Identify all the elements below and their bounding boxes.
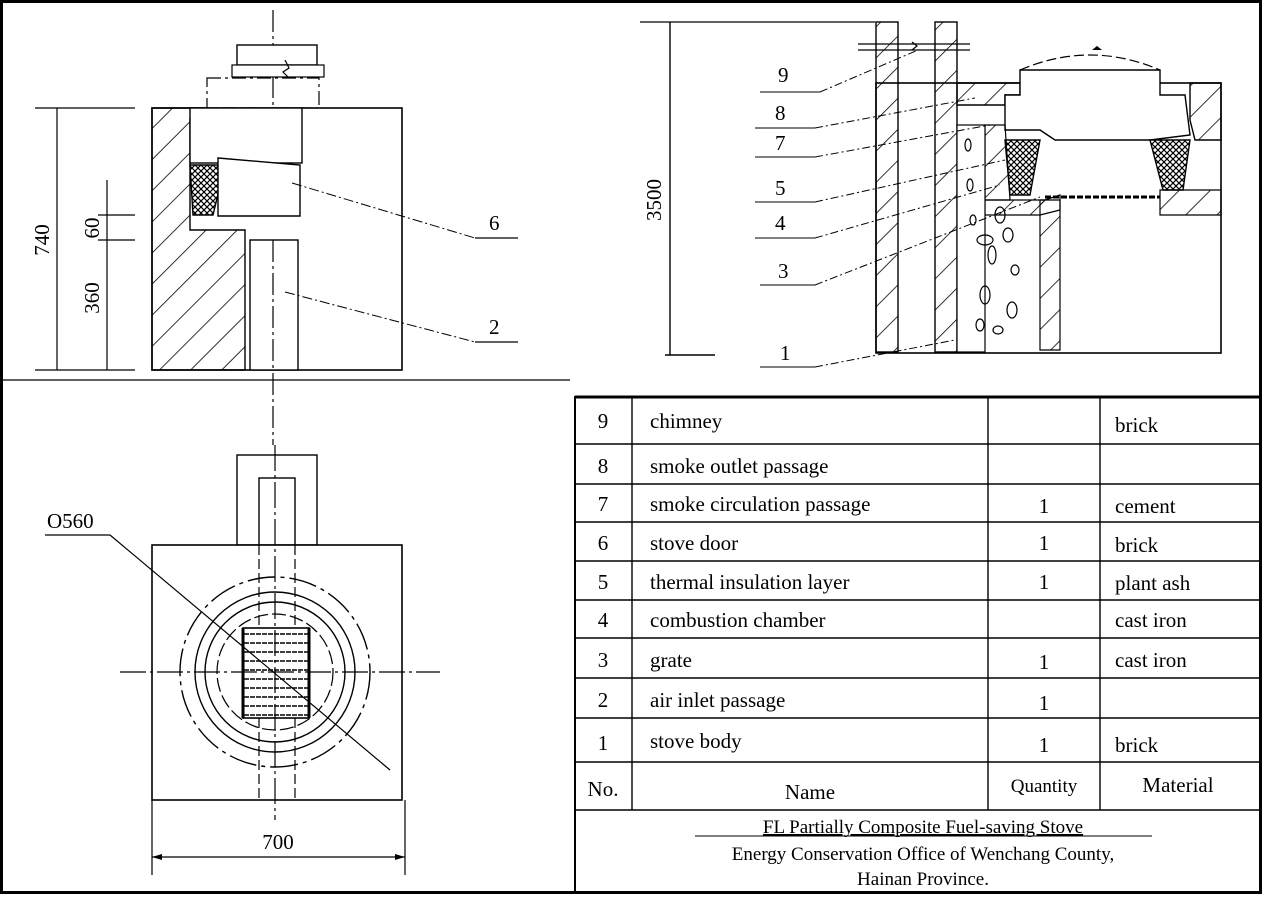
row-quantity: 1 (1039, 733, 1050, 757)
side-stove-door (217, 157, 301, 217)
row-material: cement (1115, 494, 1176, 518)
row-material: plant ash (1115, 571, 1191, 595)
row-no: 2 (598, 688, 609, 712)
callout-7: 7 (775, 131, 786, 155)
row-name: smoke outlet passage (650, 454, 828, 478)
side-air-inlet (249, 239, 299, 371)
dim-740: 740 (30, 224, 54, 256)
dim-3500: 3500 (642, 179, 666, 221)
row-name: stove body (650, 729, 742, 753)
row-no: 7 (598, 492, 609, 516)
callout-3: 3 (778, 259, 789, 283)
side-pipe-cap (236, 44, 318, 66)
row-quantity: 1 (1039, 494, 1050, 518)
plan-grate (242, 627, 310, 719)
row-quantity: 1 (1039, 691, 1050, 715)
section-insulation-right (1149, 139, 1191, 191)
header-name: Name (785, 780, 835, 804)
section-smoke-channel (956, 124, 986, 353)
drawing-office: Energy Conservation Office of Wenchang C… (732, 844, 1114, 865)
section-chimney-wall-right (934, 21, 958, 353)
row-name: combustion chamber (650, 608, 826, 632)
section-pot (1004, 69, 1191, 141)
header-material: Material (1142, 773, 1213, 797)
section-aggregate (964, 138, 1020, 335)
side-elevation-view: 6 2 740 60 360 (30, 10, 518, 445)
plan-diameter-leader (109, 534, 391, 771)
callout-6: 6 (489, 211, 500, 235)
callout-2: 2 (489, 315, 500, 339)
row-material: cast iron (1115, 648, 1187, 672)
plan-chimney-inner (258, 477, 296, 546)
dim-360: 360 (80, 282, 104, 314)
dim-60: 60 (80, 218, 104, 239)
plan-view: O560 700 (45, 445, 440, 875)
row-name: smoke circulation passage (650, 492, 870, 516)
row-no: 6 (598, 531, 609, 555)
row-no: 8 (598, 454, 609, 478)
row-no: 9 (598, 409, 609, 433)
header-quantity: Quantity (1011, 776, 1078, 797)
row-quantity: 1 (1039, 531, 1050, 555)
drawing-title: FL Partially Composite Fuel-saving Stove (763, 817, 1083, 838)
parts-table: 9 chimney brick 8 smoke outlet passage 7… (574, 395, 1262, 894)
row-quantity: 1 (1039, 570, 1050, 594)
row-no: 4 (598, 608, 609, 632)
row-name: thermal insulation layer (650, 570, 849, 594)
row-name: chimney (650, 409, 723, 433)
side-pipe-band (231, 64, 325, 78)
section-insulation-left (1004, 139, 1041, 196)
row-material: brick (1115, 533, 1159, 557)
row-name: air inlet passage (650, 688, 785, 712)
row-no: 3 (598, 648, 609, 672)
callout-9: 9 (778, 63, 789, 87)
row-material: brick (1115, 733, 1159, 757)
row-material: brick (1115, 413, 1159, 437)
section-chimney-wall-left (875, 21, 899, 353)
row-name: stove door (650, 531, 738, 555)
callout-5: 5 (775, 176, 786, 200)
side-pipe-body (206, 77, 320, 109)
side-pot-seat (189, 107, 303, 164)
callout-1: 1 (780, 341, 791, 365)
callout-4: 4 (775, 211, 786, 235)
side-break-mark (282, 59, 290, 79)
row-name: grate (650, 648, 692, 672)
row-no: 5 (598, 570, 609, 594)
header-no: No. (588, 777, 619, 801)
row-material: cast iron (1115, 608, 1187, 632)
row-no: 1 (598, 731, 609, 755)
side-insulation (189, 164, 226, 216)
dim-700: 700 (262, 830, 294, 854)
drawing-province: Hainan Province. (857, 869, 989, 890)
leader-2 (284, 291, 476, 343)
row-quantity: 1 (1039, 650, 1050, 674)
callout-8: 8 (775, 101, 786, 125)
leader-6 (291, 182, 476, 239)
dim-diameter: O560 (47, 509, 94, 533)
cross-section-view: 3500 (640, 21, 1222, 368)
